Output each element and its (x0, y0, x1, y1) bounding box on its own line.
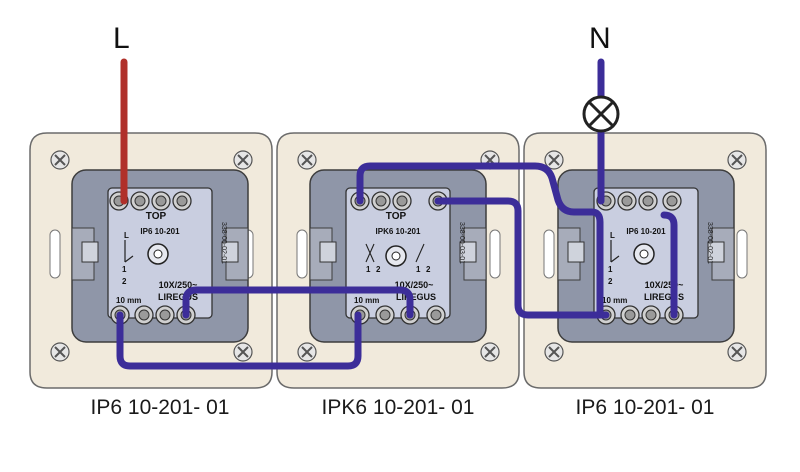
lamp-icon (582, 95, 620, 133)
device-1-term-one: 1 (122, 265, 127, 274)
svg-text:2: 2 (426, 265, 431, 274)
device-1-brand: LIREGUS (158, 292, 198, 302)
frame-screw-icon (297, 150, 317, 170)
svg-text:2: 2 (376, 265, 381, 274)
traveler-wire-1 (116, 311, 362, 370)
traveler-wire-2 (182, 286, 414, 319)
device-3-side-code: 338-00-02-01 (706, 222, 713, 264)
device-3: IP6 10-201 L 1 2 10X/250~ LIREGUS 10 mm … (523, 132, 767, 389)
device-2-top-label: TOP (386, 211, 407, 222)
frame-screw-icon (233, 342, 253, 362)
device-3-brand: LIREGUS (644, 292, 684, 302)
device-1-term-common: L (124, 231, 129, 240)
device-2-caption: IPK6 10-201- 01 (321, 396, 475, 419)
traveler-wire-5 (660, 211, 678, 319)
device-3-term-common: L (610, 231, 615, 240)
frame-screw-icon (727, 342, 747, 362)
device-1-term-two: 2 (122, 277, 127, 286)
svg-text:1: 1 (366, 265, 371, 274)
device-1-face-title: IP6 10-201 (140, 227, 180, 236)
device-3-term-two: 2 (608, 277, 613, 286)
wiring (116, 58, 678, 370)
device-2-rating: 10X/250~ (395, 280, 434, 290)
device-2: TOP IPK6 10-201 1 2 1 2 10X/250~ LIREGUS… (276, 132, 520, 389)
frame-screw-icon (50, 150, 70, 170)
device-3-strip: 10 mm (602, 296, 627, 305)
device-1-caption: IP6 10-201- 01 (90, 396, 230, 419)
device-1: TOP IP6 10-201 L 1 2 10X/250~ LIREGUS 10… (29, 132, 273, 389)
line-label: L (113, 22, 130, 55)
device-1-rating: 10X/250~ (159, 280, 198, 290)
frame-screw-icon (480, 342, 500, 362)
traveler-wire-4 (434, 197, 610, 319)
frame-screw-icon (233, 150, 253, 170)
device-2-brand: LIREGUS (396, 292, 436, 302)
frame-screw-icon (297, 342, 317, 362)
neutral-label: N (589, 22, 611, 55)
traveler-wire-3 (356, 162, 604, 319)
frame-screw-icon (544, 342, 564, 362)
device-3-term-one: 1 (608, 265, 613, 274)
device-2-side-code: 338-00-03-01 (458, 222, 465, 264)
device-1-top-label: TOP (146, 211, 167, 222)
device-3-rating: 10X/250~ (645, 280, 684, 290)
svg-text:1: 1 (416, 265, 421, 274)
device-3-face-title: IP6 10-201 (626, 227, 666, 236)
frame-screw-icon (727, 150, 747, 170)
frame-screw-icon (50, 342, 70, 362)
device-3-caption: IP6 10-201- 01 (575, 396, 715, 419)
device-1-side-code: 338-00-02-01 (220, 222, 227, 264)
device-2-face-title: IPK6 10-201 (376, 227, 421, 236)
device-2-strip: 10 mm (354, 296, 379, 305)
device-1-strip: 10 mm (116, 296, 141, 305)
